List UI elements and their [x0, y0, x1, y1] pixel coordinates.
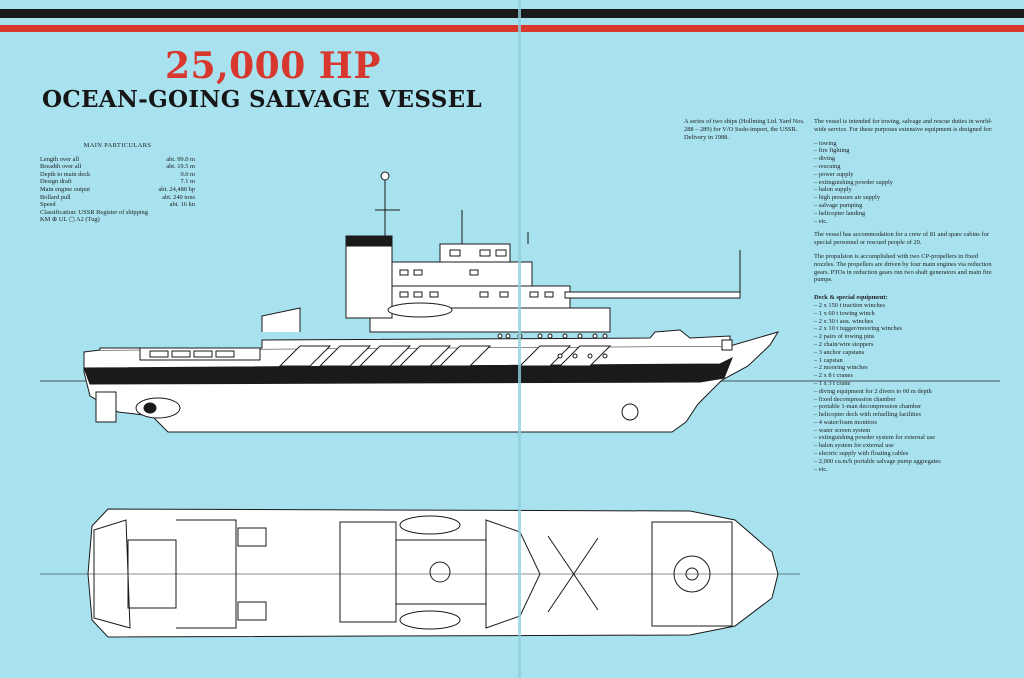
particular-row: Breadth over all abt. 19.5 m [40, 163, 195, 171]
particular-value: abt. 99.0 m [166, 155, 195, 163]
headline: 25,000 HP [165, 45, 381, 87]
intro-text: The vessel is intended for towing, salva… [814, 118, 993, 133]
list-item: 2 x 10 t tugger/mooring winches [814, 325, 998, 333]
list-item: 2,000 cu.m/h portable salvage pump aggre… [814, 458, 998, 466]
particular-value: 7.1 m [180, 178, 195, 186]
particular-value: 9.0 m [180, 170, 195, 178]
main-particulars: MAIN PARTICULARS Length over all abt. 99.… [40, 142, 195, 224]
bridge [439, 243, 511, 263]
particular-row: Length over all abt. 99.0 m [40, 156, 195, 164]
list-item: etc. [814, 466, 998, 474]
superstructure-upper [391, 261, 533, 287]
particular-label: Length over all [40, 155, 80, 163]
top-red-stripe [0, 25, 1024, 32]
particular-value: abt. 16 kn [169, 201, 195, 209]
list-item: rescuing [814, 163, 998, 171]
deck-equipment-title: Deck & special equipment: [814, 294, 888, 302]
list-item: fixed decompression chamber [814, 396, 998, 404]
description-column: The vessel is intended for towing, salva… [814, 118, 998, 479]
particular-label: Bollard pull [40, 193, 71, 201]
list-item: 1 x 3 t crane [814, 380, 998, 388]
list-item: extinguishing powder system for external… [814, 434, 998, 442]
list-item: helicopter deck with refuelling faciliti… [814, 411, 998, 419]
particular-label: Main engine output [40, 185, 91, 193]
class-notation: KM ⊕ UL ▢ A2 (Tug) [40, 216, 100, 224]
rudder [95, 391, 117, 423]
particular-label: Depth to main deck [40, 170, 91, 178]
list-item: 2 mooring winches [814, 364, 998, 372]
particular-row: Speed abt. 16 kn [40, 201, 195, 209]
particular-label: Speed [40, 201, 56, 209]
list-item: high pressure air supply [814, 194, 998, 202]
list-item: etc. [814, 218, 998, 226]
list-item: 2 x 8 t cranes [814, 372, 998, 380]
list-item: portable 1-man decompression chamber [814, 403, 998, 411]
top-black-stripe [0, 9, 1024, 18]
duties-list: towingfire fightingdivingrescuingpower s… [814, 140, 998, 226]
list-item: halon supply [814, 186, 998, 194]
particular-label: Design draft [40, 178, 72, 186]
funnel [345, 235, 393, 319]
list-item: water screen system [814, 427, 998, 435]
list-item: 2 x 150 t traction winches [814, 302, 998, 310]
side-elevation [83, 171, 780, 433]
particular-value: abt. 24,480 hp [158, 185, 195, 193]
page-fold [518, 0, 521, 678]
propulsion-text: The propulsion is accomplished with two … [814, 252, 992, 284]
list-item: 2 chain/wire stoppers [814, 341, 998, 349]
series-note: A series of two ships (Hollming Ltd. Yar… [684, 118, 805, 141]
hull-band [83, 356, 733, 385]
bow-thruster-mark [621, 403, 639, 421]
particular-value: abt. 19.5 m [166, 163, 195, 171]
particular-row: Main engine output abt. 24,480 hp [40, 186, 195, 194]
particular-row: Design draft 7.1 m [40, 178, 195, 186]
list-item: halon system for external use [814, 442, 998, 450]
list-item: diving equipment for 2 divers to 60 m de… [814, 388, 998, 396]
list-item: 2 pairs of towing pins [814, 333, 998, 341]
subheadline: OCEAN-GOING SALVAGE VESSEL [42, 86, 482, 113]
accommodation-text: The vessel has accommodation for a crew … [814, 231, 989, 247]
list-item: 2 x 30 t aux. winches [814, 318, 998, 326]
list-item: salvage pumping [814, 202, 998, 210]
list-item: 3 anchor capstans [814, 349, 998, 357]
list-item: towing [814, 140, 998, 148]
particulars-title: MAIN PARTICULARS [83, 142, 152, 149]
deck-equipment-list: 2 x 150 t traction winches1 x 60 t towin… [814, 302, 998, 474]
list-item: extinguishing powder supply [814, 179, 998, 187]
particular-row: Bollard pull abt. 240 tons [40, 194, 195, 202]
classification: Classification: USSR Register of shippin… [40, 208, 148, 216]
list-item: electric supply with floating cables [814, 450, 998, 458]
particular-row: Depth to main deck 9.0 m [40, 171, 195, 179]
list-item: diving [814, 155, 998, 163]
list-item: 1 x 60 t towing winch [814, 310, 998, 318]
list-item: 4 water/foam monitors [814, 419, 998, 427]
particular-label: Breadth over all [40, 163, 82, 171]
list-item: helicopter landing [814, 210, 998, 218]
particular-value: abt. 240 tons [162, 193, 195, 201]
list-item: 1 capstan [814, 357, 998, 365]
plan-view [40, 508, 800, 638]
list-item: fire fighting [814, 147, 998, 155]
list-item: power supply [814, 171, 998, 179]
